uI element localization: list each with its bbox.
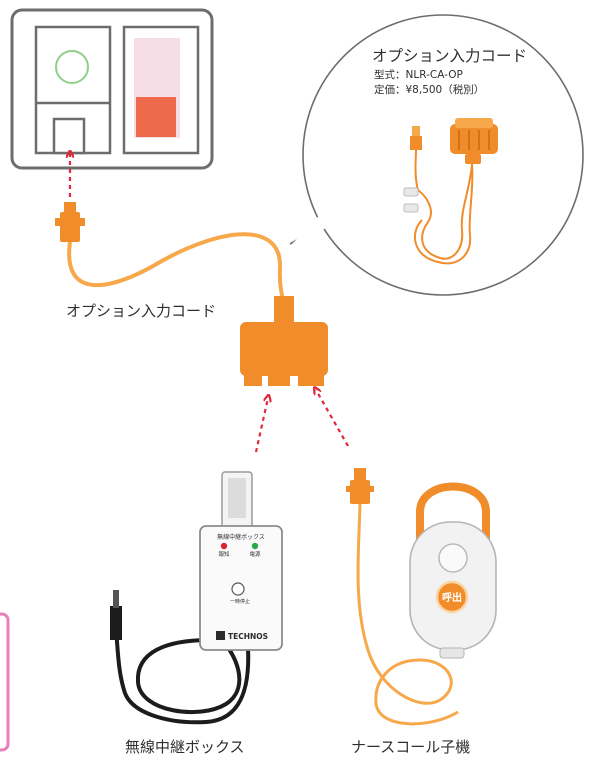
arrow-nurse-to-connector xyxy=(316,390,349,447)
cord-connector xyxy=(240,296,328,386)
relay-box-label: 無線中継ボックス xyxy=(125,738,245,756)
bubble-price: 定価：¥8,500（税別） xyxy=(374,84,485,96)
pause-button xyxy=(231,582,245,596)
speech-bubble xyxy=(289,14,584,296)
call-button-label: 呼出 xyxy=(442,591,462,604)
led-power xyxy=(251,542,259,550)
cord-plug xyxy=(60,212,80,242)
product-photo xyxy=(403,118,498,265)
nurse-handset-label: ナースコール子機 xyxy=(351,738,471,756)
pause-button-label: 一時停止 xyxy=(230,598,250,605)
pink-block xyxy=(136,97,176,137)
wall-outlet-panel xyxy=(10,8,214,170)
outlet-socket xyxy=(52,117,86,155)
connection-arrows xyxy=(70,154,349,453)
bubble-title: オプション入力コード xyxy=(372,47,528,65)
led-notify xyxy=(220,542,228,550)
led-notify-label: 報知 xyxy=(218,550,229,558)
option-input-cord xyxy=(55,202,328,386)
relay-box-title: 無線中継ボックス xyxy=(217,533,265,541)
arrow-relay-to-connector xyxy=(254,398,268,453)
wireless-relay-box: 無線中継ボックス 報知 電源 一時停止 TECHNOS xyxy=(110,471,283,725)
nurse-call-handset: 呼出 xyxy=(346,468,497,726)
cord-label: オプション入力コード xyxy=(66,302,217,320)
brand-label: TECHNOS xyxy=(228,632,268,641)
call-button xyxy=(435,580,469,614)
side-pink-panel xyxy=(0,612,10,752)
bubble-model: 型式：NLR-CA-OP xyxy=(374,69,463,81)
led-power-label: 電源 xyxy=(249,550,261,558)
green-circle-icon xyxy=(55,50,89,84)
technos-logo xyxy=(216,631,225,640)
